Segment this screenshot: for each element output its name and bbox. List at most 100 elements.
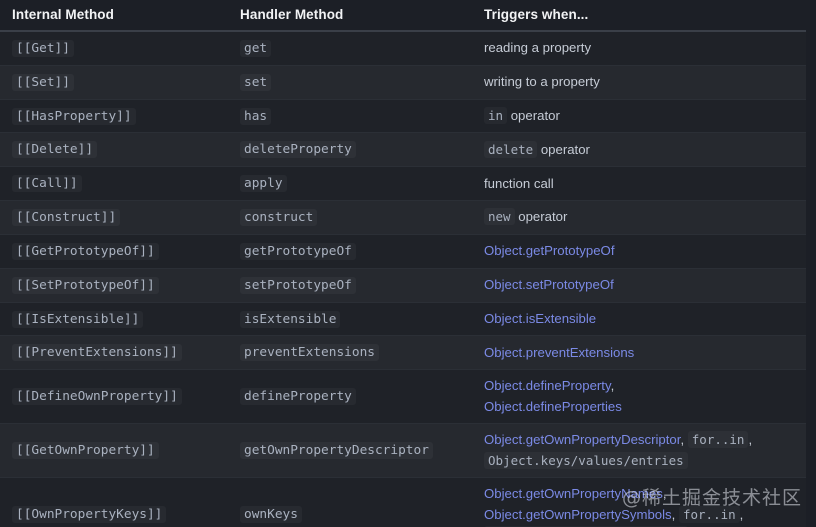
trigger-text: function call	[484, 175, 554, 191]
table-header: Internal Method Handler Method Triggers …	[0, 0, 806, 32]
table-row: [[Delete]] deleteProperty delete operator	[0, 132, 806, 167]
cell-internal-method: [[Delete]]	[0, 133, 228, 167]
column-header-handler-method: Handler Method	[228, 0, 472, 32]
internal-method-code: [[Call]]	[12, 175, 82, 193]
trigger-text: reading a property	[484, 40, 592, 56]
trigger-text: writing to a property	[484, 74, 600, 90]
cell-internal-method: [[Set]]	[0, 65, 228, 99]
internal-method-code: [[Construct]]	[12, 209, 121, 227]
trigger-link[interactable]: Object.defineProperties	[484, 398, 622, 414]
handler-method-code: getOwnPropertyDescriptor	[240, 442, 433, 460]
cell-handler-method: isExtensible	[228, 302, 472, 336]
table-row: [[IsExtensible]] isExtensible Object.isExt…	[0, 302, 806, 336]
trigger-link[interactable]: Object.preventExtensions	[484, 344, 635, 360]
handler-method-code: set	[240, 73, 272, 91]
internal-method-code: [[Set]]	[12, 73, 74, 91]
cell-triggers-when: reading a property	[472, 31, 806, 65]
trigger-text: ,	[748, 432, 753, 448]
cell-internal-method: [[GetOwnProperty]]	[0, 424, 228, 478]
internal-method-code: [[GetPrototypeOf]]	[12, 242, 159, 260]
table-row: [[SetPrototypeOf]] setPrototypeOf Object.s…	[0, 268, 806, 303]
internal-method-code: [[DefineOwnProperty]]	[12, 388, 182, 406]
trigger-code: for..in	[688, 431, 749, 448]
cell-handler-method: construct	[228, 201, 472, 235]
trigger-text: ,	[610, 378, 615, 394]
handler-method-code: setPrototypeOf	[240, 276, 356, 294]
handler-method-code: isExtensible	[240, 310, 341, 328]
cell-internal-method: [[PreventExtensions]]	[0, 336, 228, 370]
trigger-link[interactable]: Object.getOwnPropertyNames	[484, 486, 663, 502]
cell-handler-method: ownKeys	[228, 478, 472, 527]
cell-internal-method: [[Get]]	[0, 31, 228, 65]
internal-method-code: [[SetPrototypeOf]]	[12, 276, 159, 294]
handler-method-code: defineProperty	[240, 388, 356, 406]
header-row: Internal Method Handler Method Triggers …	[0, 0, 806, 32]
cell-triggers-when: Object.defineProperty, Object.definePrope…	[472, 370, 806, 424]
trigger-code: for..in	[679, 506, 740, 523]
trigger-text: operator	[514, 209, 568, 225]
handler-method-code: apply	[240, 175, 287, 193]
table-row: [[Set]] set writing to a property	[0, 65, 806, 100]
cell-handler-method: apply	[228, 167, 472, 201]
cell-handler-method: preventExtensions	[228, 336, 472, 370]
trigger-link[interactable]: Object.defineProperty	[484, 378, 611, 394]
cell-handler-method: set	[228, 65, 472, 99]
cell-internal-method: [[OwnPropertyKeys]]	[0, 478, 228, 527]
column-header-internal-method: Internal Method	[0, 0, 228, 32]
cell-internal-method: [[DefineOwnProperty]]	[0, 370, 228, 424]
trigger-code: in	[484, 107, 507, 124]
cell-internal-method: [[HasProperty]]	[0, 99, 228, 133]
cell-triggers-when: Object.setPrototypeOf	[472, 268, 806, 302]
trigger-link[interactable]: Object.setPrototypeOf	[484, 276, 614, 292]
table-row: [[GetPrototypeOf]] getPrototypeOf Object.g…	[0, 234, 806, 269]
trigger-link[interactable]: Object.getOwnPropertySymbols	[484, 506, 672, 522]
table-row: [[HasProperty]] has in operator	[0, 99, 806, 133]
cell-triggers-when: delete operator	[472, 133, 806, 167]
cell-internal-method: [[IsExtensible]]	[0, 302, 228, 336]
internal-method-code: [[HasProperty]]	[12, 107, 136, 125]
handler-method-code: get	[240, 40, 272, 57]
trigger-link[interactable]: Object.isExtensible	[484, 310, 597, 326]
trigger-text: ,	[662, 486, 667, 502]
column-header-triggers-when: Triggers when...	[472, 0, 806, 32]
cell-internal-method: [[SetPrototypeOf]]	[0, 268, 228, 302]
cell-triggers-when: Object.getOwnPropertyDescriptor, for..in…	[472, 424, 806, 478]
cell-triggers-when: Object.isExtensible	[472, 302, 806, 336]
internal-method-code: [[PreventExtensions]]	[12, 344, 182, 362]
handler-method-code: construct	[240, 209, 318, 227]
cell-handler-method: get	[228, 31, 472, 65]
cell-handler-method: setPrototypeOf	[228, 268, 472, 302]
trigger-text: operator	[507, 107, 560, 123]
internal-method-code: [[GetOwnProperty]]	[12, 442, 159, 460]
cell-triggers-when: function call	[472, 167, 806, 201]
cell-handler-method: getOwnPropertyDescriptor	[228, 424, 472, 478]
trigger-code: delete	[484, 141, 537, 158]
cell-handler-method: getPrototypeOf	[228, 234, 472, 268]
cell-triggers-when: Object.getOwnPropertyNames,Object.getOwn…	[472, 478, 806, 527]
table-row: [[Call]] apply function call	[0, 166, 806, 201]
trigger-text: ,	[680, 432, 688, 448]
cell-internal-method: [[Construct]]	[0, 201, 228, 235]
handler-method-code: deleteProperty	[240, 141, 356, 159]
cell-internal-method: [[Call]]	[0, 167, 228, 201]
handler-method-code: has	[240, 107, 272, 125]
table-row: [[Get]] get reading a property	[0, 31, 806, 66]
cell-handler-method: deleteProperty	[228, 133, 472, 167]
handler-method-code: preventExtensions	[240, 344, 379, 362]
trigger-text: ,	[671, 506, 679, 522]
cell-triggers-when: in operator	[472, 99, 806, 133]
cell-handler-method: has	[228, 99, 472, 133]
handler-method-code: getPrototypeOf	[240, 242, 356, 260]
table-row: [[PreventExtensions]] preventExtensions Ob…	[0, 335, 806, 370]
internal-method-code: [[Get]]	[12, 40, 74, 57]
cell-triggers-when: Object.getPrototypeOf	[472, 234, 806, 268]
trigger-link[interactable]: Object.getPrototypeOf	[484, 243, 615, 259]
cell-triggers-when: writing to a property	[472, 65, 806, 99]
trigger-link[interactable]: Object.getOwnPropertyDescriptor	[484, 432, 681, 448]
table-row: [[GetOwnProperty]] getOwnPropertyDescript…	[0, 423, 806, 478]
table-body: [[Get]] get reading a property [[Set]] set wr…	[0, 31, 806, 527]
